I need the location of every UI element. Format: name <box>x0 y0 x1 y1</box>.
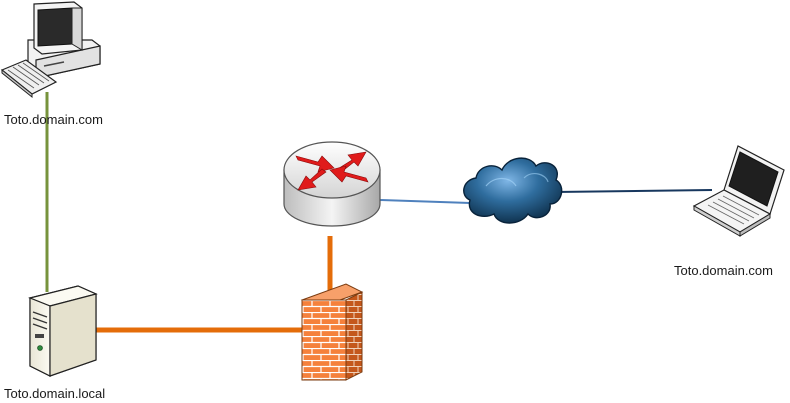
links-layer <box>45 92 713 333</box>
link-cloud-laptop <box>554 189 713 193</box>
laptop-icon <box>692 145 785 237</box>
server-label: Toto.domain.local <box>4 386 106 401</box>
tower-server-icon <box>28 285 98 377</box>
laptop-label: Toto.domain.com <box>674 263 773 278</box>
desktop-computer-icon <box>0 1 101 99</box>
router-icon <box>283 141 381 227</box>
link-router-cloud <box>379 199 471 204</box>
firewall-icon <box>300 283 364 381</box>
internet-cloud-icon <box>463 157 563 224</box>
desktop-label: Toto.domain.com <box>4 112 103 127</box>
